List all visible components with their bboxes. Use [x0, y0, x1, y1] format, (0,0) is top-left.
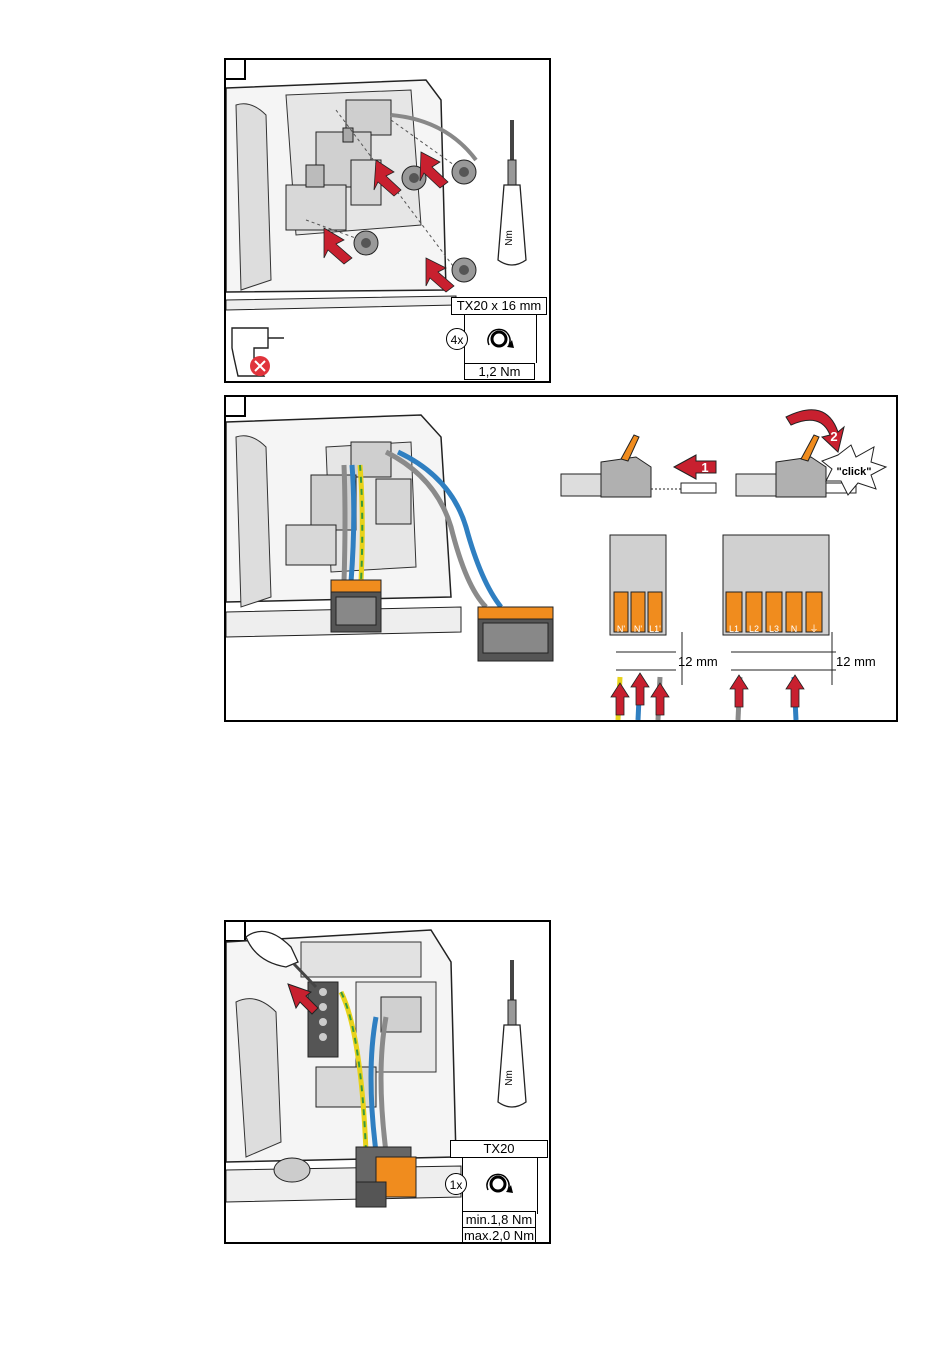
connector-closed-side-view: 2 "click": [736, 410, 886, 497]
torx-rotation-icon: [480, 1166, 516, 1202]
figure-3-ground-connection: Nm TX20 1x min.1,8 Nm max.2,0 Nm: [224, 920, 551, 1244]
pole-label: L1': [649, 624, 661, 634]
step-1-number: 1: [701, 460, 708, 475]
strip-length-left: 12 mm: [678, 654, 718, 669]
torque-spec-box: TX20 x 16 mm 4x 1,2 Nm: [449, 295, 551, 381]
pole-label: ⏚: [809, 624, 818, 634]
torque-spec-box: TX20 1x min.1,8 Nm max.2,0 Nm: [450, 1140, 550, 1244]
torque-value: 1,2 Nm: [464, 363, 535, 380]
torque-max: max.2,0 Nm: [462, 1227, 536, 1244]
screwdriver-icon: Nm: [498, 120, 526, 265]
torx-rotation-icon: [481, 321, 517, 357]
connector-5-pole: L1 L2 L3 N ⏚: [723, 535, 836, 720]
connector-open-side-view: 1: [561, 435, 716, 497]
click-label: "click": [837, 466, 872, 478]
pole-label: N': [617, 624, 625, 634]
tool-size-label: TX20: [450, 1140, 548, 1158]
connector-3-pole: N' N' L1': [610, 535, 682, 720]
push-arrow-icon: [730, 675, 804, 707]
screw-count: 1x: [445, 1173, 467, 1195]
torque-min: min.1,8 Nm: [462, 1211, 536, 1228]
pole-label: N': [634, 624, 642, 634]
step-2-number: 2: [830, 429, 837, 444]
connector-small-installed: [331, 580, 381, 632]
driver-label: Nm: [504, 230, 515, 246]
figure-2-connect-cables: 1 2 "click" N' N' L1': [224, 395, 898, 722]
screwdriver-icon: Nm: [498, 960, 526, 1107]
drill-forbidden-icon: [232, 328, 284, 376]
connector-large-installed: [478, 607, 553, 661]
push-arrow-icon: [674, 455, 716, 479]
pole-label: N: [791, 624, 798, 634]
strip-length-right: 12 mm: [836, 654, 876, 669]
tool-size-label: TX20 x 16 mm: [451, 297, 547, 315]
driver-label: Nm: [504, 1070, 515, 1086]
figure-1-mount-relay-board: Nm TX20 x 16 mm 4x 1,2 Nm: [224, 58, 551, 383]
pole-label: L2: [749, 624, 759, 634]
screw-count: 4x: [446, 328, 468, 350]
figure-2-illustration: 1 2 "click" N' N' L1': [226, 397, 896, 720]
pole-label: L1: [729, 624, 739, 634]
pole-label: L3: [769, 624, 779, 634]
